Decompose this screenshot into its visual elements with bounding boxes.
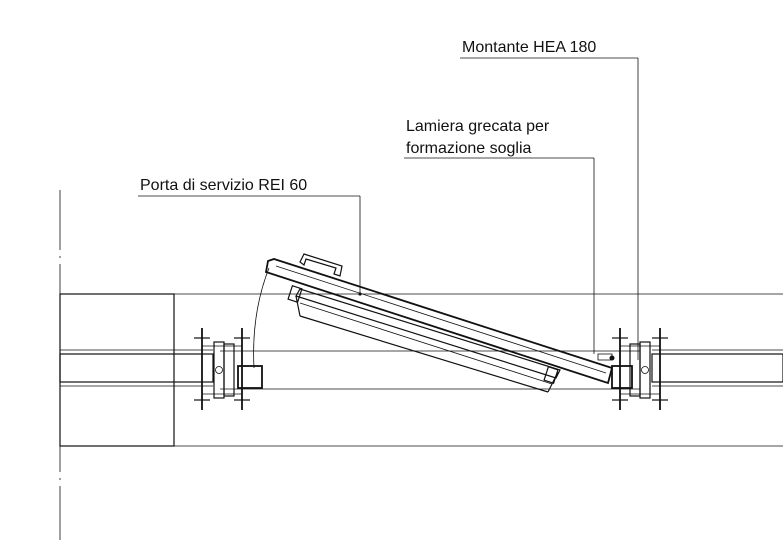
door-leaf	[264, 258, 614, 393]
label-threshold-line1: Lamiera grecata per	[406, 118, 550, 135]
sandwich-panel-left	[59, 349, 214, 387]
sandwich-panel-right	[651, 349, 783, 387]
wall-block-left	[59, 293, 175, 447]
door-frame-left	[237, 365, 263, 389]
threshold-sheet	[597, 353, 615, 361]
hea-column-left	[194, 328, 250, 410]
label-column: Montante HEA 180	[462, 39, 596, 56]
hea-column-right	[612, 328, 668, 410]
label-threshold-line2: formazione soglia	[406, 140, 532, 157]
reference-lines	[60, 293, 783, 447]
door-frame-right	[611, 365, 633, 389]
label-door: Porta di servizio REI 60	[140, 177, 307, 194]
door-swing-arc	[253, 267, 270, 369]
leader-lines	[138, 57, 639, 360]
door-handle	[299, 253, 343, 277]
